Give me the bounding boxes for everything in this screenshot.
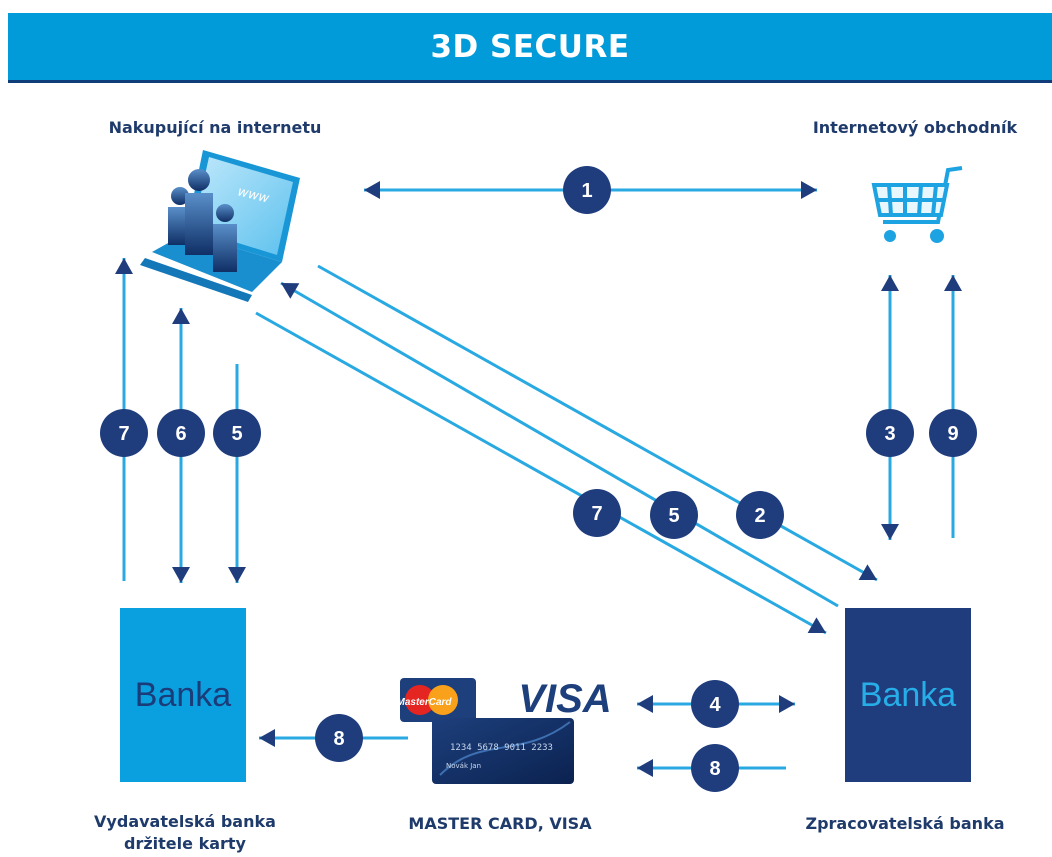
flow-4-line-arrowhead-start: [637, 695, 653, 713]
step-badge-8-left-number: 8: [333, 728, 344, 750]
flow-2-line-arrowhead-end: [858, 564, 877, 581]
step-badge-7-diagonal-number: 7: [591, 503, 602, 525]
flow-5-diagonal-line-arrowhead-end: [281, 283, 300, 299]
flow-5-vertical-line-arrowhead-end: [228, 567, 246, 583]
header-bar: 3D SECURE: [8, 13, 1052, 83]
step-badge-5-diagonal-circle: [650, 491, 698, 539]
label-shopper: Nakupující na internetu: [108, 118, 322, 137]
step-badge-2: 2: [736, 491, 784, 539]
step-badge-8-left: 8: [315, 714, 363, 762]
step-badge-2-number: 2: [754, 505, 765, 527]
step-badge-1-circle: [563, 166, 611, 214]
card-number-text: 1234 5678 9011 2233: [450, 743, 553, 753]
step-badge-3-circle: [866, 409, 914, 457]
step-badge-6: 6: [157, 409, 205, 457]
step-badge-9-circle: [929, 409, 977, 457]
step-badge-5-diagonal: 5: [650, 491, 698, 539]
step-badge-1-number: 1: [581, 180, 592, 202]
step-badges: 1 2 3 4 5 5 6 7 7 8 8 9: [100, 166, 977, 792]
step-badge-8-right-circle: [691, 744, 739, 792]
card-holder-text: Novák Jan: [446, 762, 481, 770]
visa-logo-text: VISA: [518, 677, 611, 721]
flow-9-vertical-line-arrowhead-end: [944, 275, 962, 291]
step-badge-7-diagonal-circle: [573, 489, 621, 537]
label-issuer-bank-line2: držitele karty: [124, 834, 246, 853]
step-badge-1: 1: [563, 166, 611, 214]
label-cards: MASTER CARD, VISA: [408, 814, 592, 833]
label-issuer-bank-line1: Vydavatelská banka: [94, 812, 276, 831]
shopping-cart-icon: [871, 166, 963, 243]
flow-8-right-line-arrowhead-end: [637, 759, 653, 777]
label-acquirer-bank: Zpracovatelská banka: [805, 814, 1005, 833]
flow-6-vertical-line-arrowhead-start: [172, 308, 190, 324]
step-badge-5-vertical-number: 5: [231, 423, 242, 445]
step-badge-2-circle: [736, 491, 784, 539]
flow-6-vertical-line-arrowhead-end: [172, 567, 190, 583]
acquirer-bank-box: Banka: [845, 608, 971, 782]
step-badge-4-circle: [691, 680, 739, 728]
acquirer-bank-label: Banka: [859, 675, 957, 714]
payment-cards-graphic: MasterCard VISA 1234 5678 9011 2233 Nová…: [396, 677, 612, 784]
step-badge-5-vertical-circle: [213, 409, 261, 457]
step-badge-8-right: 8: [691, 744, 739, 792]
step-badge-5-diagonal-number: 5: [668, 505, 679, 527]
step-badge-7-vertical-circle: [100, 409, 148, 457]
step-badge-3: 3: [866, 409, 914, 457]
issuer-bank-label: Banka: [134, 675, 232, 714]
shopper-laptop-icon: www: [140, 150, 300, 302]
step-badge-9: 9: [929, 409, 977, 457]
flow-1-line-arrowhead-start: [364, 181, 380, 199]
step-badge-3-number: 3: [884, 423, 895, 445]
issuer-bank-box: Banka: [120, 608, 246, 782]
page-title: 3D SECURE: [430, 28, 630, 65]
mastercard-logo-text: MasterCard: [396, 697, 452, 708]
flow-5-diagonal-line: [280, 281, 839, 608]
step-badge-6-number: 6: [175, 423, 186, 445]
step-badge-7-diagonal: 7: [573, 489, 621, 537]
flow-7-diagonal-line: [255, 311, 827, 635]
step-badge-8-left-circle: [315, 714, 363, 762]
flow-7-vertical-line-arrowhead-end: [115, 258, 133, 274]
people-icon: [168, 169, 237, 272]
step-badge-6-circle: [157, 409, 205, 457]
flow-4-line-arrowhead-end: [779, 695, 795, 713]
flow-3-vertical-line-arrowhead-end: [881, 524, 899, 540]
flow-8-left-line-arrowhead-end: [259, 729, 275, 747]
flow-7-diagonal-line-arrowhead-end: [807, 617, 826, 634]
step-badge-4-number: 4: [709, 694, 721, 716]
step-badge-7-vertical: 7: [100, 409, 148, 457]
step-badge-7-vertical-number: 7: [118, 423, 129, 445]
step-badge-5-vertical: 5: [213, 409, 261, 457]
flow-2-line: [317, 264, 878, 582]
label-merchant: Internetový obchodník: [812, 118, 1018, 137]
step-badge-8-right-number: 8: [709, 758, 720, 780]
step-badge-9-number: 9: [947, 423, 958, 445]
flow-3-vertical-line-arrowhead-start: [881, 275, 899, 291]
flow-1-line-arrowhead-end: [801, 181, 817, 199]
step-badge-4: 4: [691, 680, 739, 728]
